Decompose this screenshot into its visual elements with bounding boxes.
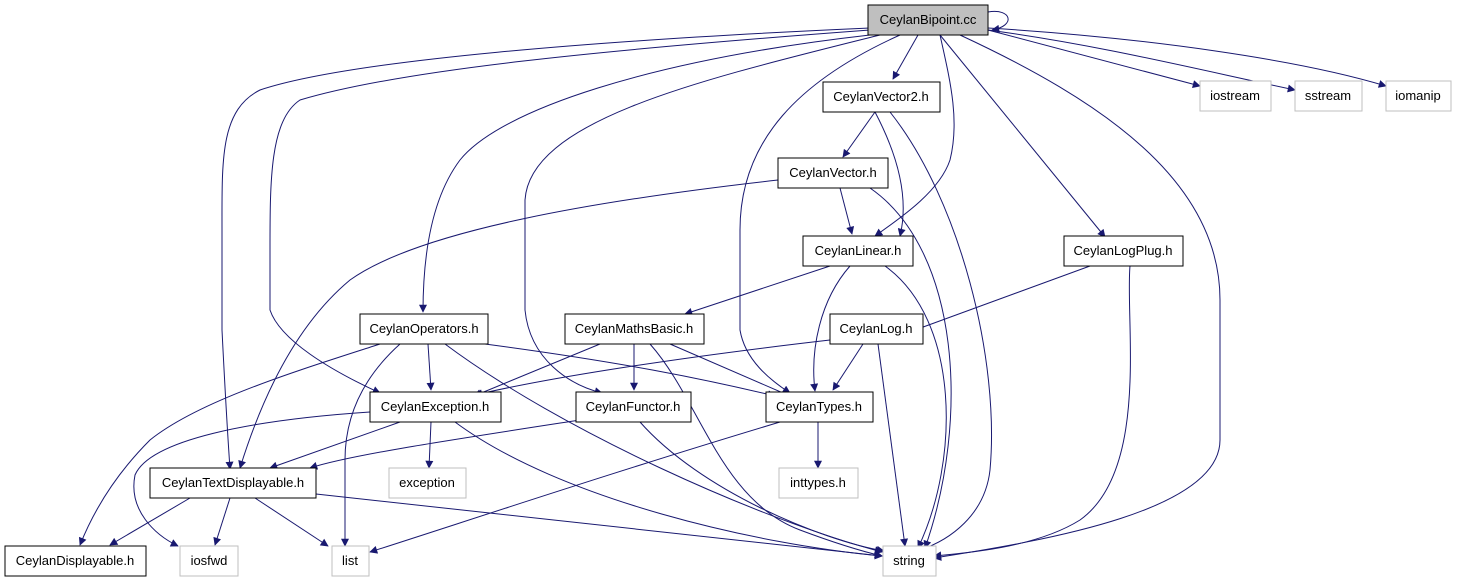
node-ceylandisplayable-h[interactable]: CeylanDisplayable.h (4, 545, 147, 577)
node-ceylantextdisplayable-h[interactable]: CeylanTextDisplayable.h (149, 467, 317, 499)
edge-vector-string (869, 187, 952, 549)
edge-log-exception (474, 339, 831, 398)
node-ceylanvector-h[interactable]: CeylanVector.h (777, 157, 889, 189)
node-label: exception (399, 475, 455, 490)
edge-textdisplayable-iosfwd (213, 497, 231, 546)
node-ceylanmathsbasic-h[interactable]: CeylanMathsBasic.h (564, 313, 705, 345)
node-ceylanbipoint-cc[interactable]: CeylanBipoint.cc (867, 4, 989, 36)
edge-operators-list (341, 343, 401, 547)
edge-main-exception (269, 29, 871, 394)
edge-vector2-linear (874, 111, 906, 237)
edge-types-list (369, 421, 781, 554)
node-label: CeylanOperators.h (369, 321, 478, 336)
node-label: CeylanMathsBasic.h (575, 321, 694, 336)
edge-main-functor (524, 34, 881, 396)
node-exception-std[interactable]: exception (388, 467, 467, 499)
node-ceylanoperators-h[interactable]: CeylanOperators.h (359, 313, 489, 345)
edge-vector-textdisplayable (238, 179, 779, 469)
edge-log-string (877, 343, 909, 547)
edge-exception-iosfwd (133, 411, 371, 547)
edge-operators-types (484, 343, 776, 399)
edge-operators-string (444, 343, 883, 555)
node-label: CeylanVector2.h (833, 89, 928, 104)
edge-textdisplayable-string (315, 493, 883, 560)
node-label: string (893, 553, 925, 568)
node-label: CeylanTextDisplayable.h (162, 475, 304, 490)
node-label: sstream (1305, 88, 1351, 103)
edge-main-logplug (939, 34, 1106, 238)
edge-main-linear (874, 34, 955, 237)
node-ceylanexception-h[interactable]: CeylanException.h (369, 391, 502, 423)
edge-main-self (987, 10, 1009, 33)
edge-main-iomanip (987, 27, 1387, 88)
node-label: CeylanLog.h (840, 321, 913, 336)
edge-main-types (739, 34, 901, 394)
edge-exception-textdisplayable (269, 421, 401, 470)
node-label: inttypes.h (790, 475, 846, 490)
edge-operators-exception (426, 343, 435, 391)
node-label: CeylanDisplayable.h (16, 553, 135, 568)
node-label: CeylanLinear.h (815, 243, 902, 258)
node-label: iostream (1210, 88, 1260, 103)
edge-main-string (933, 34, 1221, 561)
node-string[interactable]: string (882, 545, 937, 577)
edge-log-types (832, 343, 864, 391)
node-ceylantypes-h[interactable]: CeylanTypes.h (765, 391, 874, 423)
edge-vector-linear (839, 187, 855, 235)
node-list[interactable]: list (331, 545, 370, 577)
edge-textdisplayable-list (254, 497, 329, 547)
node-label: iomanip (1395, 88, 1441, 103)
node-label: iosfwd (191, 553, 228, 568)
edge-main-textdisplayable (221, 27, 871, 470)
node-label: CeylanVector.h (789, 165, 876, 180)
edge-vector2-vector (842, 111, 876, 158)
node-iosfwd[interactable]: iosfwd (179, 545, 239, 577)
node-label: CeylanException.h (381, 399, 489, 414)
edge-mathsbasic-types (669, 343, 791, 397)
edge-main-iostream (987, 29, 1201, 89)
edge-linear-string (884, 265, 947, 549)
node-ceylanvector2-h[interactable]: CeylanVector2.h (822, 81, 941, 113)
edge-main-vector2 (892, 34, 919, 80)
node-label: list (342, 553, 358, 568)
edge-linear-mathsbasic (684, 265, 831, 316)
edge-functor-textdisplayable (309, 419, 581, 470)
node-ceylanlinear-h[interactable]: CeylanLinear.h (802, 235, 914, 267)
node-ceylanlogplug-h[interactable]: CeylanLogPlug.h (1063, 235, 1184, 267)
node-label: CeylanBipoint.cc (880, 12, 977, 27)
edge-operators-displayable (78, 343, 381, 546)
edge-logplug-string (933, 265, 1131, 560)
edge-linear-types (810, 265, 851, 392)
node-label: CeylanTypes.h (776, 399, 862, 414)
edge-vector2-string (889, 111, 993, 552)
node-sstream[interactable]: sstream (1294, 80, 1363, 112)
node-ceylanlog-h[interactable]: CeylanLog.h (829, 313, 924, 345)
node-iomanip[interactable]: iomanip (1385, 80, 1452, 112)
edge-exception-exceptionstd (425, 421, 434, 469)
node-ceylanfunctor-h[interactable]: CeylanFunctor.h (575, 391, 692, 423)
edge-mathsbasic-exception (473, 343, 601, 397)
node-label: CeylanFunctor.h (586, 399, 681, 414)
edge-functor-string (639, 421, 885, 554)
edge-mathsbasic-string (649, 343, 883, 559)
edge-textdisplayable-displayable (109, 497, 191, 546)
node-inttypes-h[interactable]: inttypes.h (778, 467, 859, 499)
node-label: CeylanLogPlug.h (1073, 243, 1172, 258)
edge-logplug-log (914, 265, 1091, 332)
node-iostream[interactable]: iostream (1199, 80, 1272, 112)
